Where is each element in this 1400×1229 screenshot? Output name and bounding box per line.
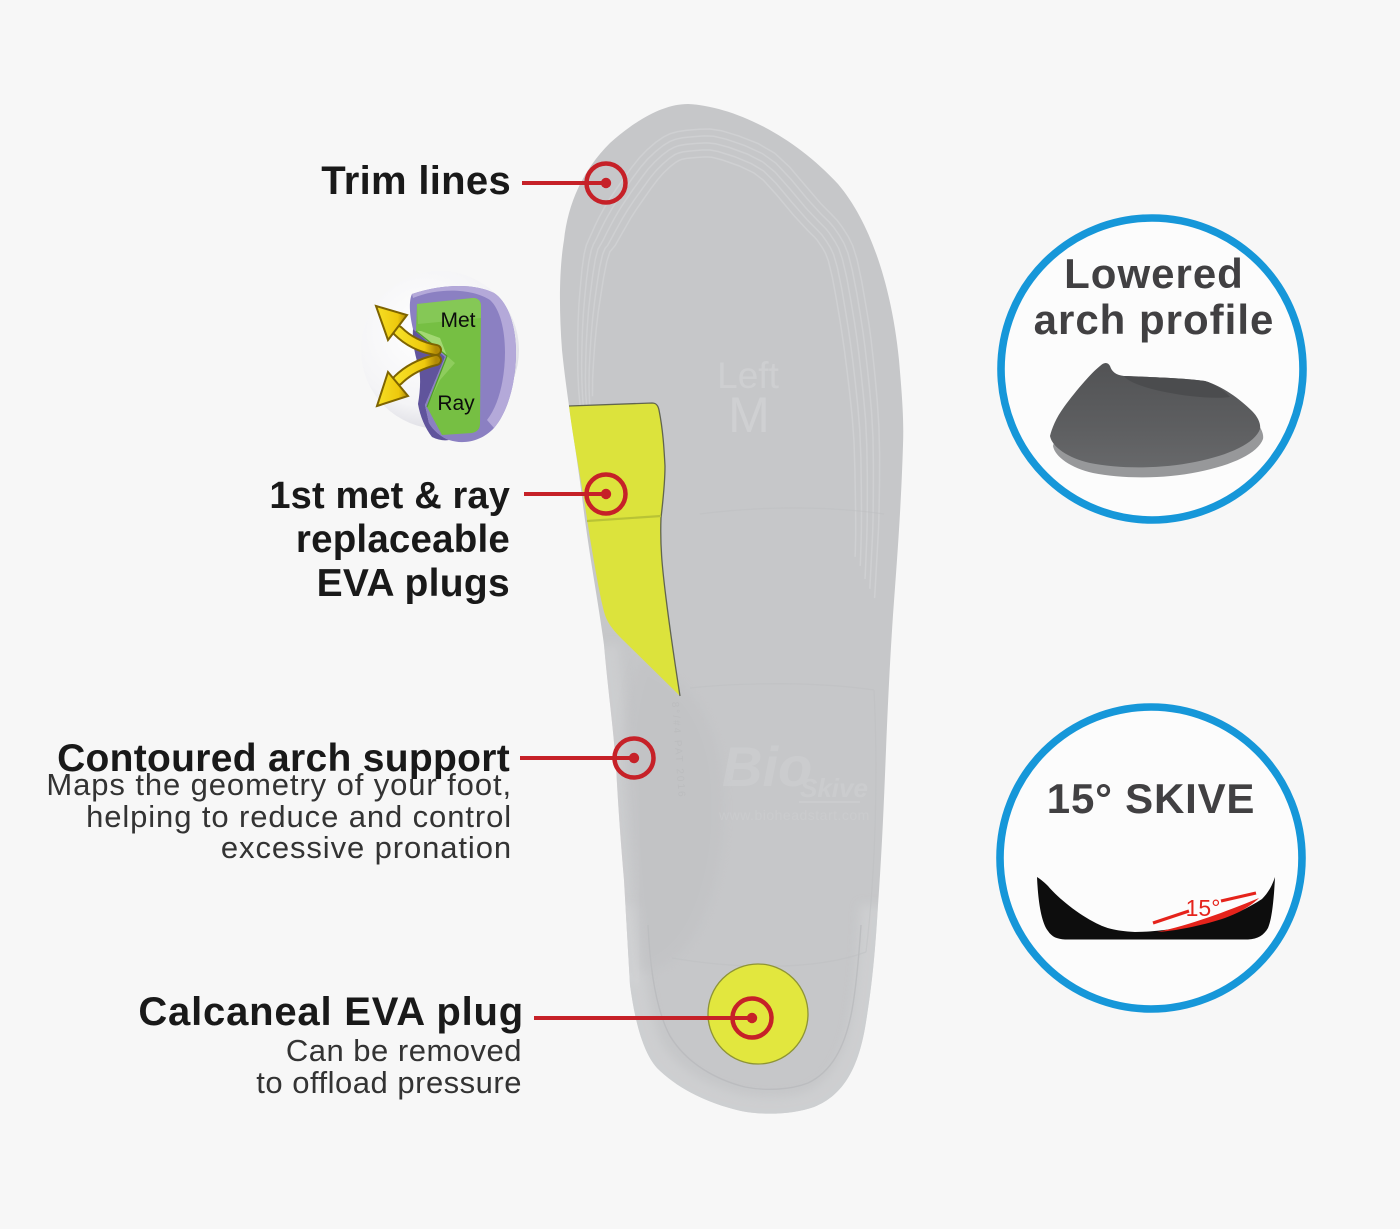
svg-text:15°: 15° [1186, 895, 1221, 921]
svg-text:Maps the geometry of your foot: Maps the geometry of your foot, [46, 767, 512, 802]
svg-text:excessive pronation: excessive pronation [221, 830, 512, 865]
svg-text:Contoured arch support: Contoured arch support [57, 737, 510, 780]
svg-text:arch profile: arch profile [1034, 296, 1275, 343]
svg-text:15° SKIVE: 15° SKIVE [1047, 775, 1255, 822]
svg-text:Trim lines: Trim lines [321, 159, 511, 203]
svg-text:to offload pressure: to offload pressure [256, 1065, 522, 1100]
svg-text:Can be removed: Can be removed [286, 1033, 522, 1068]
svg-text:www.bioheadstart.com: www.bioheadstart.com [718, 807, 870, 823]
svg-text:Met: Met [440, 309, 475, 332]
svg-text:helping to reduce and control: helping to reduce and control [86, 799, 512, 834]
svg-text:M: M [728, 387, 770, 443]
svg-text:Left: Left [717, 355, 779, 396]
svg-text:1st met & ray: 1st met & ray [269, 475, 510, 517]
svg-text:Lowered: Lowered [1064, 250, 1244, 297]
svg-text:Skive: Skive [800, 773, 868, 803]
svg-text:Bio: Bio [722, 735, 812, 798]
svg-text:replaceable: replaceable [296, 518, 510, 561]
svg-text:EVA plugs: EVA plugs [317, 562, 510, 605]
svg-text:Ray: Ray [437, 392, 475, 415]
svg-text:Calcaneal EVA plug: Calcaneal EVA plug [138, 990, 524, 1034]
